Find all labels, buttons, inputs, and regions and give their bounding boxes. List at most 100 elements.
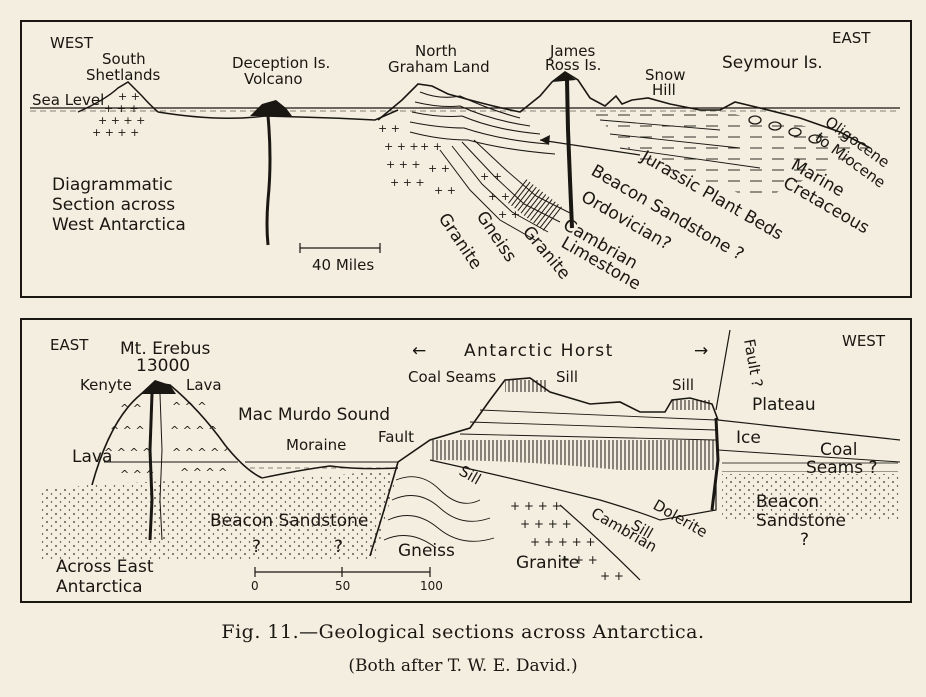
fault-label: Fault xyxy=(378,428,414,446)
figure-credit: (Both after T. W. E. David.) xyxy=(348,656,578,676)
gneiss-bottom-label: Gneiss xyxy=(398,541,455,561)
antarctic-horst-label: Antarctic Horst xyxy=(464,341,614,361)
svg-text:+ +: + + xyxy=(600,569,624,583)
james-ross-label-2: Ross Is. xyxy=(545,56,601,74)
granite-crosses-bottom: + + + ++ + + + + + + + ++ + + + + xyxy=(510,499,624,583)
beacon-left-label: Beacon Sandstone xyxy=(210,511,368,531)
svg-text:+ +: + + xyxy=(434,184,456,197)
svg-text:+ + + +: + + + + xyxy=(92,126,139,139)
fault-q-line xyxy=(715,329,731,411)
horst-profile xyxy=(397,377,719,463)
arrow-head xyxy=(540,135,550,145)
svg-text:+ +: + + xyxy=(498,208,520,221)
sill-band xyxy=(430,440,716,470)
south-shetlands-label-1: South xyxy=(102,50,146,68)
svg-text:+ + +: + + + xyxy=(384,140,419,153)
top-title-line-1: Diagrammatic xyxy=(52,175,173,195)
sea-level-label: Sea Level xyxy=(32,91,104,109)
fault-q-label: Fault ? xyxy=(740,338,766,389)
svg-text:^ ^ ^ ^: ^ ^ ^ ^ xyxy=(180,466,227,479)
svg-text:+ +: + + xyxy=(118,90,140,103)
lava-top-label: Lava xyxy=(186,376,222,394)
kenyte-label: Kenyte xyxy=(80,376,132,394)
james-ross-dyke xyxy=(565,79,574,229)
erebus-label-1: Mt. Erebus xyxy=(120,339,211,359)
sill-cap-1 xyxy=(505,380,547,392)
coal-seams-label: Coal Seams xyxy=(408,368,496,386)
south-shetlands-label-2: Shetlands xyxy=(86,66,161,84)
deception-volcano xyxy=(250,100,292,116)
granite-crosses-shetlands: + ++ + + + + + ++ + + + xyxy=(92,90,145,139)
top-scale-label: 40 Miles xyxy=(312,256,374,274)
sill-label-3: Sill xyxy=(456,462,484,489)
lava-left-label: Lava xyxy=(72,447,112,467)
granite-crosses-graham: + ++ + + + + ++ + + + ++ + + ++ + + ++ + xyxy=(378,122,520,221)
granite-bottom-label: Granite xyxy=(516,553,579,573)
dolerite-dyke xyxy=(710,417,720,511)
bottom-title-line-1: Across East xyxy=(56,557,154,577)
folded-strata xyxy=(409,91,556,155)
horst-left-arrow: ← xyxy=(412,341,426,361)
deception-vent xyxy=(265,115,272,246)
svg-text:+ +: + + xyxy=(428,162,450,175)
beacon-right-label-1: Beacon xyxy=(756,492,819,512)
mac-murdo-label: Mac Murdo Sound xyxy=(238,405,390,425)
top-scale-bar xyxy=(299,243,381,253)
cretaceous-beds xyxy=(590,110,870,200)
bottom-title-line-2: Antarctica xyxy=(56,577,143,597)
coal-q-label-1: Coal xyxy=(820,440,857,460)
erebus-summit xyxy=(140,380,176,394)
figure-caption: Fig. 11.—Geological sections across Anta… xyxy=(221,621,705,643)
sill-label-2: Sill xyxy=(672,376,694,394)
bottom-east-label: EAST xyxy=(50,336,89,354)
north-graham-label-2: Graham Land xyxy=(388,58,490,76)
beacon-sandstone-left xyxy=(40,470,398,560)
ice-label: Ice xyxy=(736,428,761,448)
horst-strata xyxy=(459,409,717,441)
svg-text:+ +: + + xyxy=(378,122,400,135)
james-ross-cap xyxy=(552,72,576,82)
beacon-left-q2: ? xyxy=(334,537,343,557)
sill-cap-2 xyxy=(672,400,712,410)
svg-text:^ ^ ^ ^: ^ ^ ^ ^ xyxy=(170,424,217,437)
horst-right-arrow: → xyxy=(694,341,708,361)
svg-text:+ + + +: + + + + xyxy=(510,499,562,513)
james-ross-label-1: James xyxy=(549,42,595,60)
erebus-label-2: 13000 xyxy=(136,356,190,376)
beacon-sandstone-right xyxy=(722,474,900,520)
seymour-label: Seymour Is. xyxy=(722,53,823,73)
svg-text:+ + + +: + + + + xyxy=(98,114,145,127)
svg-text:+ +: + + xyxy=(488,190,510,203)
sill-label-1: Sill xyxy=(556,368,578,386)
granite-boundary xyxy=(559,504,641,581)
svg-text:^ ^ ^ ^: ^ ^ ^ ^ xyxy=(104,446,151,459)
erebus-outline xyxy=(91,382,263,486)
south-shetlands-outline xyxy=(77,81,159,113)
snow-hill-label-1: Snow xyxy=(645,66,685,84)
lava-marks: ^ ^^ ^ ^ ^ ^ ^^ ^ ^ ^ ^ ^ ^ ^^ ^ ^ ^ ^ ^… xyxy=(104,400,232,481)
bottom-scale-bar xyxy=(254,567,431,577)
svg-text:+ + + + +: + + + + + xyxy=(530,535,596,549)
cambrian-limestone-band xyxy=(506,177,564,233)
svg-text:+ + +: + + + xyxy=(104,102,139,115)
bottom-panel-frame xyxy=(20,318,912,603)
svg-text:^ ^: ^ ^ xyxy=(120,402,142,415)
gneiss-folds xyxy=(383,476,495,549)
svg-text:+ +: + + xyxy=(420,140,442,153)
top-east-label: EAST xyxy=(832,29,871,47)
top-title-line-2: Section across xyxy=(52,195,175,215)
sound-floor xyxy=(261,465,399,479)
coal-q-label-2: Seams ? xyxy=(806,458,878,478)
svg-text:+ + +: + + + xyxy=(560,553,598,567)
scale-0-label: 0 xyxy=(251,579,259,593)
snow-hill-label-2: Hill xyxy=(652,81,676,99)
beacon-left-q1: ? xyxy=(252,537,261,557)
plateau-label: Plateau xyxy=(752,395,816,415)
top-title-line-3: West Antarctica xyxy=(52,215,186,235)
sill-lower xyxy=(429,459,717,521)
beacon-right-label-2: Sandstone xyxy=(756,511,846,531)
svg-text:+ +: + + xyxy=(480,170,502,183)
svg-text:+ + +: + + + xyxy=(390,176,425,189)
deception-label-2: Volcano xyxy=(244,70,303,88)
